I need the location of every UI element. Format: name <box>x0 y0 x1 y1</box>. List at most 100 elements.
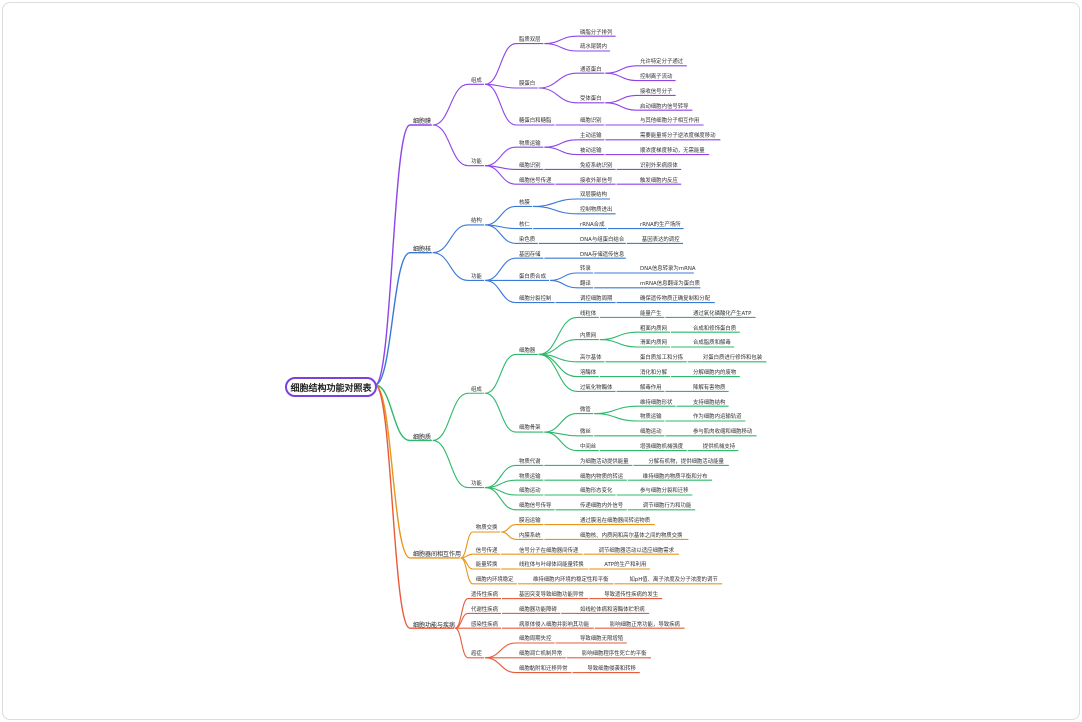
mindmap-node[interactable]: 为细胞活动提供能量 <box>580 458 629 465</box>
mindmap-node[interactable]: 细胞器 <box>519 347 536 354</box>
mindmap-node[interactable]: 功能 <box>471 480 482 487</box>
mindmap-node[interactable]: 物质运输 <box>640 414 662 421</box>
mindmap-node[interactable]: 糖蛋白和糖脂 <box>519 118 552 125</box>
mindmap-node[interactable]: 控制离子流动 <box>640 73 673 80</box>
mindmap-node[interactable]: 疏水尾朝内 <box>580 44 607 51</box>
mindmap-node[interactable]: 磷脂分子排列 <box>580 29 613 36</box>
mindmap-node[interactable]: 如线粒体病和溶酶体贮积病 <box>580 606 645 613</box>
mindmap-node[interactable]: 线粒体 <box>580 310 597 317</box>
mindmap-node[interactable]: 免疫系统识别 <box>580 162 613 169</box>
mindmap-node[interactable]: mRNA信息翻译为蛋白质 <box>640 281 700 288</box>
mindmap-node[interactable]: 接收外部信号 <box>580 177 613 184</box>
mindmap-node[interactable]: rRNA的生产场所 <box>640 221 681 228</box>
mindmap-node[interactable]: 基因突变导致细胞功能异常 <box>519 591 584 598</box>
mindmap-node[interactable]: 被动运输 <box>580 147 602 154</box>
mindmap-node[interactable]: 信号传递 <box>475 547 498 554</box>
mindmap-node[interactable]: 细胞形态变化 <box>580 488 613 495</box>
mindmap-node[interactable]: 细胞骨架 <box>519 425 541 432</box>
mindmap-node[interactable]: 细胞黏附和迁移异常 <box>519 665 568 672</box>
mindmap-node[interactable]: 解毒作用 <box>640 384 662 391</box>
mindmap-node[interactable]: 接收信号分子 <box>640 88 673 95</box>
mindmap-node[interactable]: 确保遗传物质正确复制和分配 <box>640 295 711 302</box>
mindmap-node[interactable]: 感染性疾病 <box>471 621 498 628</box>
mindmap-node[interactable]: 双层膜结构 <box>580 192 607 199</box>
mindmap-node[interactable]: 细胞信号传导 <box>519 503 552 510</box>
mindmap-node[interactable]: 内质网 <box>580 332 597 339</box>
mindmap-node[interactable]: 分解有机物，提供细胞活动能量 <box>648 458 724 465</box>
mindmap-node[interactable]: 与其他细胞分子相互作用 <box>640 118 700 125</box>
mindmap-node[interactable]: 结构 <box>471 218 482 225</box>
mindmap-node[interactable]: 降解有害物质 <box>693 384 726 391</box>
mindmap-node[interactable]: 触发细胞内反应 <box>640 177 678 184</box>
mindmap-node[interactable]: 膜泡运输 <box>519 517 541 524</box>
mindmap-node[interactable]: rRNA合成 <box>580 221 605 228</box>
mindmap-node[interactable]: 溶酶体 <box>580 369 597 376</box>
mindmap-node[interactable]: 膜蛋白 <box>519 81 536 88</box>
mindmap-node[interactable]: 物质运输 <box>519 140 541 147</box>
mindmap-node[interactable]: 合成脂质和解毒 <box>693 340 731 347</box>
mindmap-node[interactable]: 蛋白质合成 <box>519 273 546 280</box>
mindmap-node[interactable]: 染色质 <box>519 236 536 243</box>
mindmap-node[interactable]: 支持细胞结构 <box>693 399 726 406</box>
mindmap-node[interactable]: 调节细胞器活动以适应细胞需求 <box>598 547 675 554</box>
mindmap-node[interactable]: 蛋白质加工和分拣 <box>640 355 684 362</box>
mindmap-node[interactable]: 能量产生 <box>640 310 662 317</box>
mindmap-node[interactable]: 核仁 <box>519 221 530 228</box>
mindmap-node[interactable]: 导致细胞侵袭和转移 <box>587 665 636 672</box>
mindmap-node[interactable]: 代谢性疾病 <box>471 606 498 613</box>
mindmap-node[interactable]: 作为细胞内运输轨道 <box>693 414 742 421</box>
mindmap-node[interactable]: 细胞运动 <box>640 429 662 436</box>
mindmap-node[interactable]: 通道蛋白 <box>580 66 602 73</box>
mindmap-node[interactable]: 调节细胞行为和功能 <box>642 503 692 510</box>
mindmap-node[interactable]: 信号分子在细胞器间传递 <box>519 547 579 554</box>
mindmap-node[interactable]: 中间丝 <box>580 443 597 450</box>
mindmap-node[interactable]: 导致细胞无限增殖 <box>580 636 624 643</box>
mindmap-node[interactable]: 能量转换 <box>475 562 498 569</box>
mindmap-node[interactable]: 受体蛋白 <box>580 96 602 103</box>
mindmap-node[interactable]: 通过膜泡在细胞器间转运物质 <box>580 517 651 524</box>
mindmap-node[interactable]: 转录 <box>580 266 591 273</box>
mindmap-node[interactable]: 提供机械支持 <box>702 443 736 450</box>
mindmap-node[interactable]: 高尔基体 <box>580 355 602 362</box>
mindmap-node[interactable]: 基因存储 <box>519 251 541 258</box>
mindmap-node[interactable]: ATP的生产和利用 <box>604 562 647 569</box>
mindmap-node[interactable]: 功能 <box>471 273 482 280</box>
mindmap-node[interactable]: 遗传性疾病 <box>471 591 498 598</box>
mindmap-node[interactable]: 合成和修饰蛋白质 <box>693 325 737 332</box>
mindmap-node[interactable]: 通过氧化磷酸化产生ATP <box>693 310 752 317</box>
branch-node[interactable]: 细胞膜 <box>413 118 432 126</box>
mindmap-node[interactable]: 线粒体与叶绿体间能量转换 <box>519 562 584 569</box>
branch-node[interactable]: 细胞功能与疾病 <box>413 621 456 629</box>
mindmap-node[interactable]: 对蛋白质进行修饰和包装 <box>702 355 763 362</box>
mindmap-node[interactable]: 组成 <box>471 386 482 393</box>
mindmap-node[interactable]: 翻译 <box>580 281 591 288</box>
mindmap-node[interactable]: 主动运输 <box>580 133 602 140</box>
mindmap-node[interactable]: 允许特定分子通过 <box>640 59 684 66</box>
mindmap-node[interactable]: 消化和分解 <box>640 369 667 376</box>
mindmap-node[interactable]: 癌症 <box>471 651 482 658</box>
mindmap-node[interactable]: 微管 <box>580 406 591 413</box>
mindmap-node[interactable]: 细胞识别 <box>519 162 541 169</box>
mindmap-node[interactable]: 细胞识别 <box>580 118 602 125</box>
mindmap-node[interactable]: 分解细胞内的废物 <box>693 369 737 376</box>
mindmap-node[interactable]: 细胞信号传递 <box>519 177 552 184</box>
mindmap-node[interactable]: 参与细胞分裂和迁移 <box>640 488 689 495</box>
mindmap-node[interactable]: 细胞内环境稳定 <box>475 577 514 584</box>
mindmap-node[interactable]: 维持细胞内物质平衡和分布 <box>642 473 708 480</box>
branch-node[interactable]: 细胞器间相互作用 <box>413 551 462 559</box>
mindmap-node[interactable]: 细胞分裂控制 <box>519 295 552 302</box>
mindmap-node[interactable]: 如pH值、离子浓度及分子浓度的调节 <box>629 577 718 584</box>
mindmap-node[interactable]: 影响细胞正常功能，导致疾病 <box>609 621 680 628</box>
mindmap-node[interactable]: 细胞运动 <box>519 488 541 495</box>
mindmap-node[interactable]: 过氧化物酶体 <box>580 384 613 391</box>
mindmap-node[interactable]: 基因表达的调控 <box>641 236 680 243</box>
mindmap-node[interactable]: 增强细胞机械强度 <box>640 443 684 450</box>
mindmap-node[interactable]: DNA信息转录为mRNA <box>640 266 696 273</box>
mindmap-node[interactable]: DNA与组蛋白结合 <box>580 236 625 243</box>
mindmap-node[interactable]: 导致遗传性疾病的发生 <box>604 591 659 598</box>
mindmap-node[interactable]: 细胞器功能障碍 <box>519 606 557 613</box>
mindmap-node[interactable]: 细胞周期失控 <box>519 636 552 643</box>
mindmap-node[interactable]: 调控细胞周期 <box>580 295 613 302</box>
mindmap-node[interactable]: 参与肌肉收缩和细胞移动 <box>693 429 753 436</box>
mindmap-node[interactable]: 维持细胞形状 <box>640 399 673 406</box>
